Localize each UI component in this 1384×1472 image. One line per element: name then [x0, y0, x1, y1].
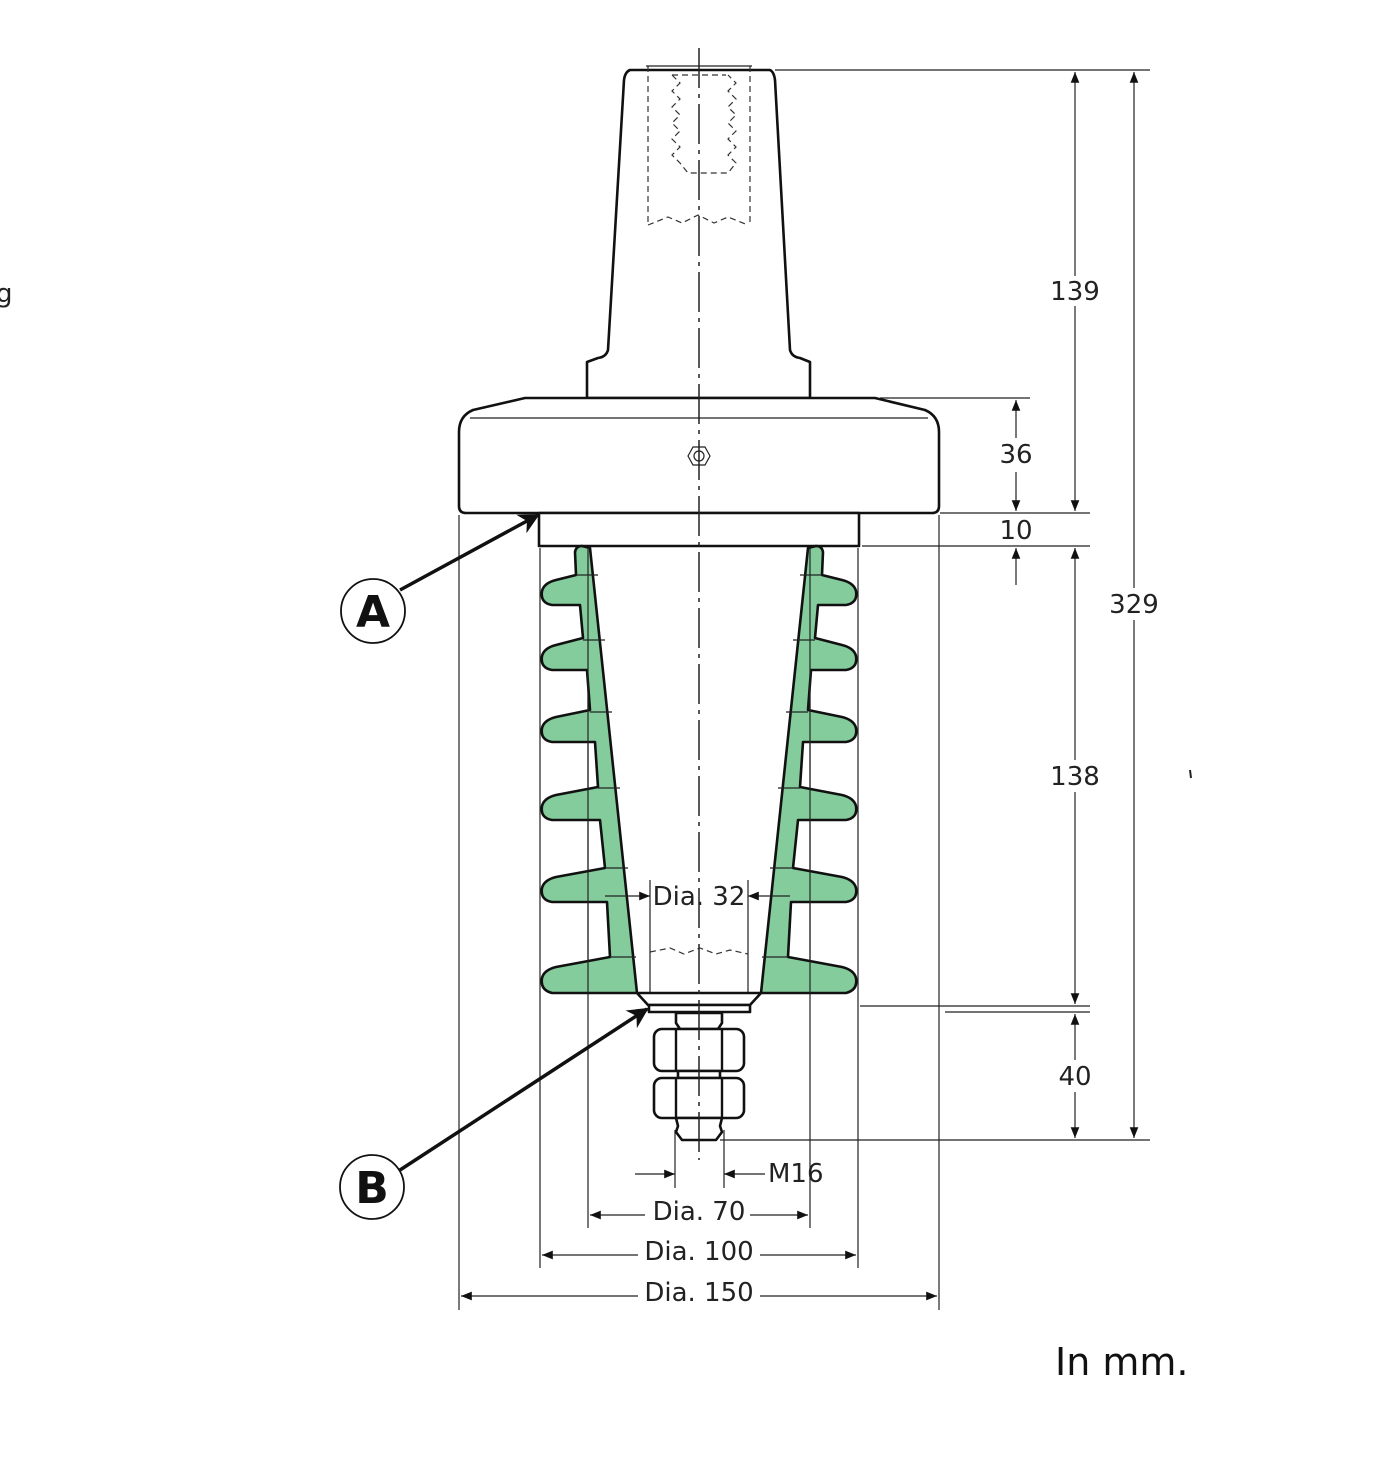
silicone-sheds-right	[759, 544, 858, 995]
dim-36: 36	[999, 440, 1032, 470]
dim-40: 40	[1058, 1062, 1091, 1092]
dim-138: 138	[1050, 762, 1100, 792]
callout-a: A	[340, 513, 540, 644]
callout-b: B	[339, 1007, 649, 1220]
dim-dia-100: Dia. 100	[644, 1237, 753, 1267]
horizontal-dimensions	[461, 891, 937, 1301]
dim-10: 10	[999, 516, 1032, 546]
stray-mark	[1189, 769, 1192, 779]
dim-139: 139	[1050, 277, 1100, 307]
edge-fragment-text: g	[0, 279, 13, 309]
dim-dia-70: Dia. 70	[653, 1197, 746, 1227]
callout-b-label: B	[355, 1163, 389, 1214]
dim-m16: M16	[768, 1159, 824, 1189]
silicone-sheds-left	[540, 544, 639, 995]
dim-dia-150: Dia. 150	[644, 1278, 753, 1308]
dim-dia-32: Dia. 32	[653, 882, 746, 912]
units-note: In mm.	[1055, 1340, 1188, 1384]
vertical-dimensions	[1011, 72, 1139, 1138]
dim-329: 329	[1109, 590, 1159, 620]
bore-hidden-line	[649, 947, 749, 955]
callout-a-label: A	[356, 587, 390, 638]
